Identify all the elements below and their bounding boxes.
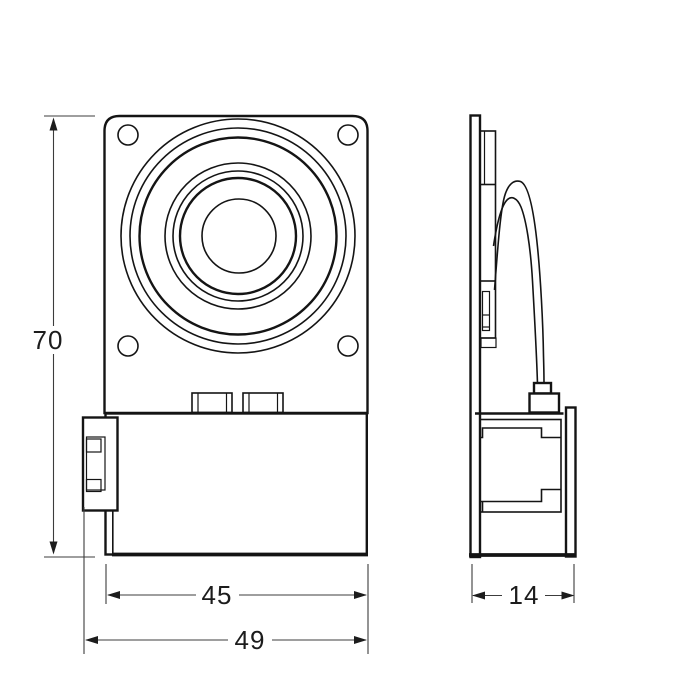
mounting-hole-bottom-left — [117, 335, 139, 357]
side-box-inner-outline — [479, 418, 562, 513]
dim-text-bg — [502, 581, 545, 609]
dim-text-bg — [196, 581, 239, 609]
side-lower-box — [469, 406, 577, 558]
arrow-left-icon — [107, 591, 120, 599]
lead-wire-inner-line — [492, 197, 539, 385]
front-box-outline — [104, 412, 368, 556]
speaker-cone — [120, 118, 356, 354]
cone-ring-mid2 — [172, 170, 304, 302]
cone-ring-mid1 — [164, 162, 312, 310]
mounting-hole-top-right — [337, 124, 359, 146]
cone-surround-ring — [138, 136, 338, 336]
side-box-top-rail — [480, 427, 561, 439]
mounting-hole-top-left — [117, 124, 139, 146]
dim-label-height: 70 — [33, 325, 64, 355]
front-view — [81, 114, 369, 557]
front-lower-box — [104, 412, 368, 557]
lead-wire — [492, 180, 561, 414]
dim-label-overall-width: 49 — [235, 625, 266, 655]
side-panel-edge — [469, 114, 482, 559]
arrow-down-icon — [49, 541, 58, 555]
dim-text-bg — [228, 626, 272, 654]
cone-ring-outer1 — [120, 118, 356, 354]
arrow-left-icon — [85, 636, 98, 644]
cone-ring-mid3 — [178, 176, 298, 296]
side-body-foot — [480, 337, 497, 349]
dust-cap — [201, 198, 277, 274]
arrow-right-icon — [354, 636, 367, 644]
dimension-body-width: 45 — [105, 564, 369, 654]
dim-label-body-width: 45 — [202, 580, 233, 610]
arrow-right-icon — [354, 591, 367, 599]
arrow-up-icon — [49, 117, 58, 131]
connector-slot — [85, 436, 106, 491]
mounting-hole-bottom-right — [337, 335, 359, 357]
front-connector — [81, 416, 119, 512]
side-terminal-strip — [481, 290, 491, 332]
wire-plug-top — [532, 381, 553, 395]
connector-body — [81, 416, 119, 512]
terminal-blocks — [191, 392, 284, 414]
dimension-depth: 14 — [471, 564, 575, 610]
arrow-right-icon — [561, 591, 575, 600]
cone-ring-outer2 — [129, 127, 347, 345]
side-view — [469, 114, 577, 559]
dim-label-depth: 14 — [509, 580, 540, 610]
side-speaker-body — [479, 130, 497, 349]
dim-text-bg — [29, 326, 67, 354]
wire-plug-body — [528, 392, 561, 414]
arrow-left-icon — [472, 591, 485, 600]
mounting-holes — [117, 124, 359, 357]
dimension-height: 70 — [29, 115, 95, 558]
connector-tab-top — [85, 438, 102, 453]
side-box-bottom-rail — [480, 488, 561, 503]
dimension-overall-width: 49 — [83, 507, 367, 655]
side-box-right-bar — [564, 406, 577, 558]
connector-tab-bottom — [85, 478, 102, 493]
front-panel — [103, 114, 369, 415]
